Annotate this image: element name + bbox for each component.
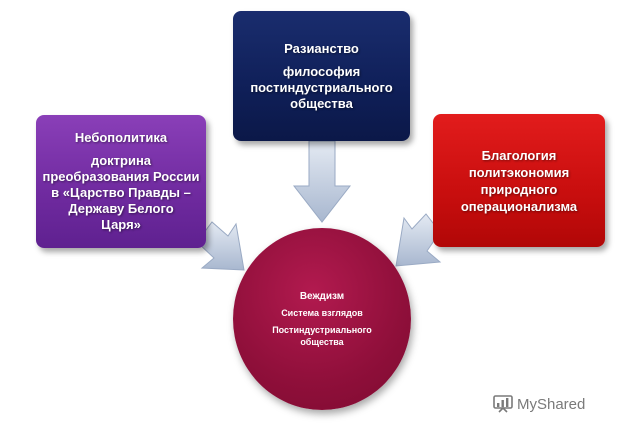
vezhdizm-desc-line: Постиндустриального xyxy=(272,324,372,335)
vezhdizm-title: Веждизм xyxy=(299,290,345,302)
mini-chart-icon xyxy=(493,395,513,413)
blagologiya-desc-line: природного xyxy=(480,181,558,197)
arrow-top-to-center xyxy=(292,140,352,223)
watermark-text: MyShared xyxy=(517,395,586,413)
vezhdizm-desc-line: общества xyxy=(300,336,344,347)
blagologiya-desc-line: Благология xyxy=(481,147,557,163)
nebopolitika-desc-line: преобразования России xyxy=(42,169,200,184)
arrow-left-to-center xyxy=(196,221,245,271)
razianstvo-desc-line: общества xyxy=(290,95,353,111)
razianstvo-description: философия постиндустриального общества xyxy=(250,64,392,112)
nebopolitika-desc-line: доктрина xyxy=(90,153,152,168)
razianstvo-desc-line: постиндустриального xyxy=(250,79,393,95)
vezhdizm-subtitle: Система взглядов xyxy=(281,307,363,318)
nebopolitika-desc-line: в «Царство Правды – xyxy=(51,185,191,200)
nebopolitika-title: Небополитика xyxy=(74,130,168,145)
blagologiya-desc-line: политэкономия xyxy=(468,164,570,180)
arrow-right-to-center xyxy=(395,213,442,267)
vezhdizm-circle: Веждизм Система взглядов Постиндустриаль… xyxy=(233,228,411,410)
blagologiya-desc-line: операционализма xyxy=(460,198,578,214)
nebopolitika-desc-line: Царя» xyxy=(101,217,141,232)
nebopolitika-description: доктрина преобразования России в «Царств… xyxy=(42,153,199,233)
blagologiya-description: Благология политэкономия природного опер… xyxy=(461,147,577,215)
myshared-watermark: MyShared xyxy=(493,394,585,414)
razianstvo-box: Разианство философия постиндустриального… xyxy=(233,11,410,141)
vezhdizm-description: Постиндустриального общества xyxy=(272,324,372,348)
nebopolitika-desc-line: Державу Белого xyxy=(68,201,174,216)
razianstvo-desc-line: философия xyxy=(282,63,361,79)
razianstvo-title: Разианство xyxy=(284,40,359,56)
nebopolitika-box: Небополитика доктрина преобразования Рос… xyxy=(36,115,206,248)
blagologiya-box: Благология политэкономия природного опер… xyxy=(433,114,605,247)
